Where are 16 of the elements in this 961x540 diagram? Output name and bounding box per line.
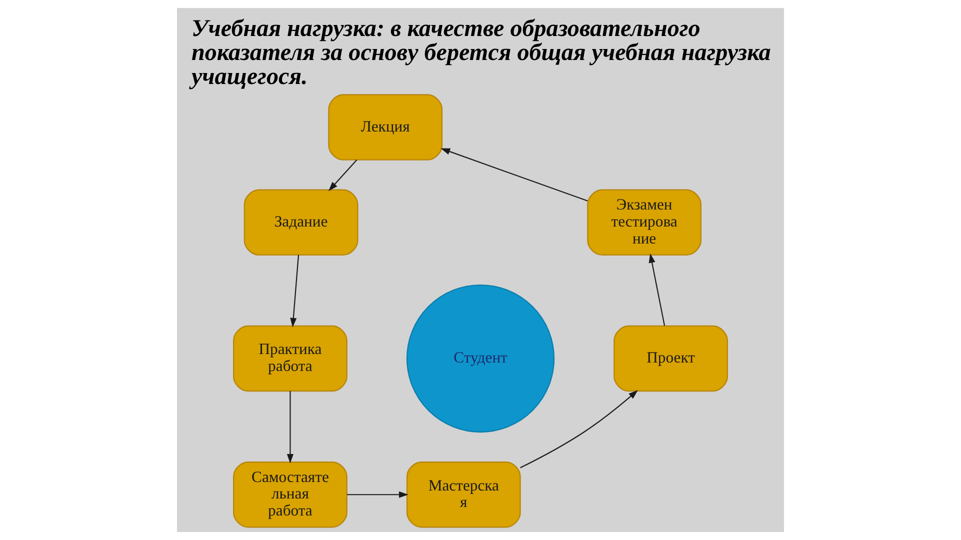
arrow xyxy=(520,390,638,468)
node-box: Экзамен тестирова ние xyxy=(587,189,702,256)
arrow xyxy=(286,391,294,464)
arrow xyxy=(290,254,300,328)
node-box: Практика работа xyxy=(233,325,348,392)
diagram-title: Учебная нагрузка: в качестве образовательного показателя за основу берется общая учебная нагрузка учащегося. xyxy=(191,16,771,90)
arrow xyxy=(347,491,408,498)
node-box: Мастерска я xyxy=(406,462,521,528)
node-box: Лекция xyxy=(328,94,443,160)
node-box: Задание xyxy=(244,189,358,256)
node-circle: Студент xyxy=(406,284,555,433)
arrow xyxy=(648,253,666,326)
node-box: Самостаяте льная работа xyxy=(233,462,348,528)
arrow xyxy=(328,160,358,192)
arrow xyxy=(440,148,588,202)
node-box: Проект xyxy=(614,325,728,392)
